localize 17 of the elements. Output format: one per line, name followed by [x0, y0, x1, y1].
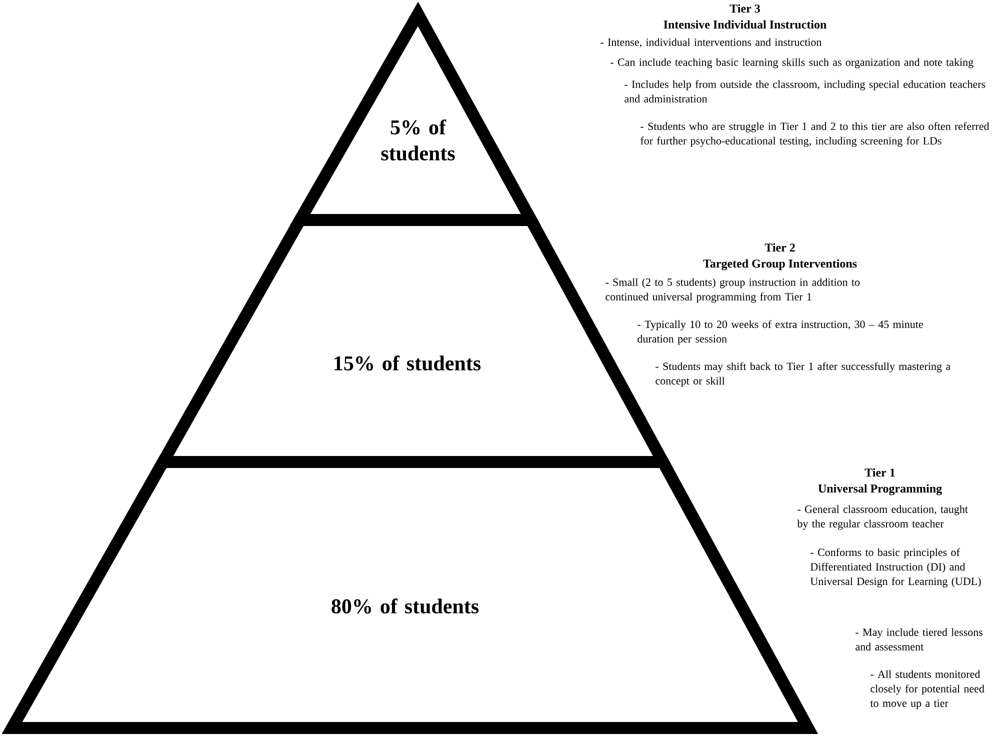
tier-heading: Targeted Group Interventions [703, 259, 857, 270]
bullet-text: - Includes help from outside the classroom, including special education teachers and administration [624, 80, 986, 103]
tier-heading: Tier 2 [764, 243, 795, 252]
bullet-text: - Conforms to basic principles of Differentiated Instruction (DI) and Universal Design for Learning (UDL) [810, 548, 981, 588]
bullet-text: - General classroom education, taught by the regular classroom teacher [797, 505, 968, 530]
bullet-text: - All students monitored closely for potential need to move up a tier [870, 670, 984, 710]
tier-heading: Tier 1 [864, 468, 895, 477]
tier-heading: Tier 3 [730, 4, 760, 13]
bullet-text: - May include tiered lessons and assessment [856, 628, 983, 650]
tier-heading: Intensive Individual Instruction [664, 20, 827, 29]
bullet-text: - Can include teaching basic learning skills such as organization and note taking [610, 58, 974, 68]
bullet-text: - Small (2 to 5 students) group instruction in addition to continued universal programming from Tier 1 [606, 278, 860, 303]
bullet-text: - Students who are struggle in Tier 1 and 2 to this tier are also often referred for further psycho-educational testing, including screening for LDs [640, 122, 990, 147]
bullet-text: - Typically 10 to 20 weeks of extra instruction, 30 – 45 minute duration per session [638, 320, 923, 345]
bullet-text: - Students may shift back to Tier 1 after successfully mastering a concept or skill [656, 362, 950, 387]
tier-heading: Universal Programming [818, 484, 942, 496]
bullet-text: - Intense, individual interventions and instruction [600, 38, 822, 48]
